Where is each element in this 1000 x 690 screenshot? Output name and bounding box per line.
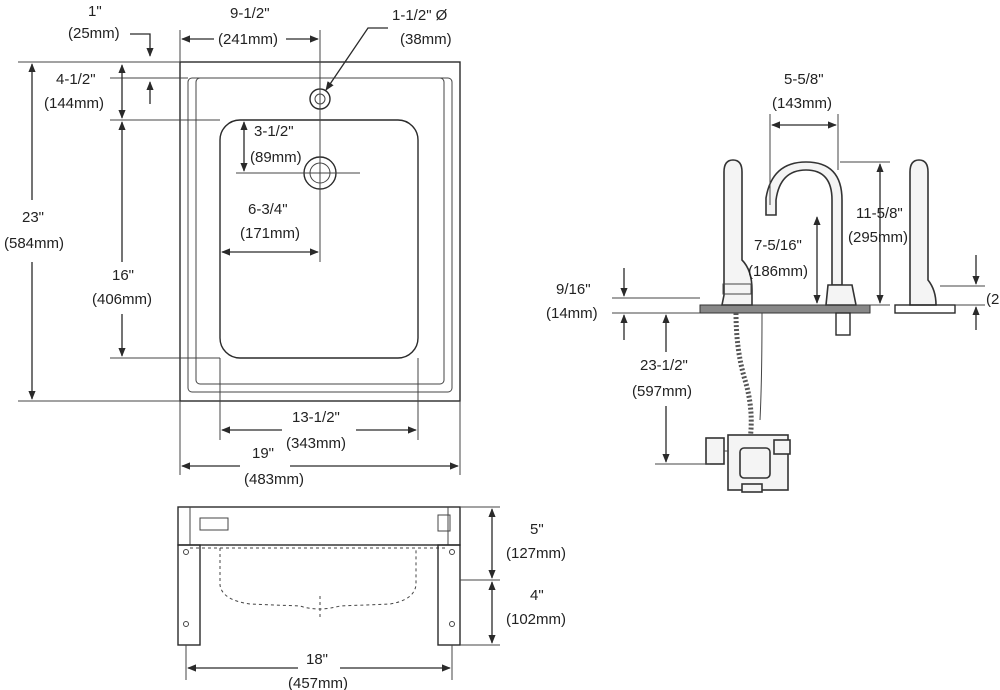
- dim-overall-depth-mm: (584mm): [4, 235, 64, 252]
- dim-overall-depth-in: 23": [22, 209, 44, 226]
- dim-leg-span-in: 18": [306, 651, 328, 668]
- dim-hole-dia-mm: (38mm): [400, 31, 452, 48]
- dim-bowl-width-mm: (343mm): [286, 435, 346, 452]
- dim-drain-bowl-in: 3-1/2": [254, 123, 294, 140]
- front-label-plate: [199, 517, 229, 531]
- dim-bowl-below-in: 4": [530, 587, 544, 604]
- dim-bowl-width-in: 13-1/2": [292, 409, 340, 426]
- dim-drain-side-mm: (171mm): [240, 225, 300, 242]
- dim-deck-thickness-mm: (14mm): [546, 305, 598, 322]
- dim-spout-reach-in: 5-5/8": [784, 71, 824, 88]
- dim-apron-height-mm: (127mm): [506, 545, 566, 562]
- dim-spout-clearance-mm: (186mm): [748, 263, 808, 280]
- bowl-outline: [219, 119, 419, 359]
- dim-hole-dia-in: 1-1/2" Ø: [392, 7, 448, 24]
- dim-deck-thickness-in: 9/16": [556, 281, 591, 298]
- front-view: 5" (127mm) 4" (102mm) 18" (457mm): [177, 506, 566, 690]
- front-bracket: [437, 514, 451, 532]
- dim-hole-offset-mm: (25mm): [68, 25, 120, 42]
- front-leg-right: [437, 544, 461, 646]
- front-bowl: [219, 548, 417, 610]
- top-view: 1" (25mm) 9-1/2" (241mm) 1-1/2" Ø (38mm)…: [4, 3, 461, 488]
- faucet-view: 5-5/8" (143mm) 11-5/8" (295mm) 7-5/16" (…: [546, 71, 999, 493]
- dim-apron-height-in: 5": [530, 521, 544, 538]
- front-leg-left: [177, 544, 201, 646]
- dim-spout-clearance-in: 7-5/16": [754, 237, 802, 254]
- dim-bowl-depth-in: 16": [112, 267, 134, 284]
- dim-hole-center-in: 9-1/2": [230, 5, 270, 22]
- supply-hose: [733, 312, 763, 441]
- dim-valve-drop-mm: (597mm): [632, 383, 692, 400]
- mixing-valve: [705, 434, 791, 493]
- sensor-faucet-right: [894, 159, 956, 314]
- dim-spout-reach-mm: (143mm): [772, 95, 832, 112]
- dim-leg-span-mm: (457mm): [288, 675, 348, 690]
- dim-bowl-depth-mm: (406mm): [92, 291, 152, 308]
- dim-drain-side-in: 6-3/4": [248, 201, 288, 218]
- deck-plate: [699, 304, 871, 314]
- dim-overall-width-mm: (483mm): [244, 471, 304, 488]
- dim-bowl-below-mm: (102mm): [506, 611, 566, 628]
- dim-hole-offset-in: 1": [88, 3, 102, 20]
- front-apron: [177, 506, 461, 546]
- gooseneck-spout: [765, 161, 857, 336]
- dim-back-hole-in: 4-1/2": [56, 71, 96, 88]
- dim-back-hole-mm: (144mm): [44, 95, 104, 112]
- dim-spout-height-mm: (295mm): [848, 229, 908, 246]
- dim-drain-bowl-mm: (89mm): [250, 149, 302, 166]
- dim-valve-drop-in: 23-1/2": [640, 357, 688, 374]
- right-base-plate: [894, 304, 956, 314]
- dim-cutoff-right: (2: [986, 291, 999, 308]
- sensor-faucet-left: [721, 159, 753, 306]
- dim-overall-width-in: 19": [252, 445, 274, 462]
- dim-hole-center-mm: (241mm): [218, 31, 278, 48]
- dim-spout-height-in: 11-5/8": [856, 205, 903, 222]
